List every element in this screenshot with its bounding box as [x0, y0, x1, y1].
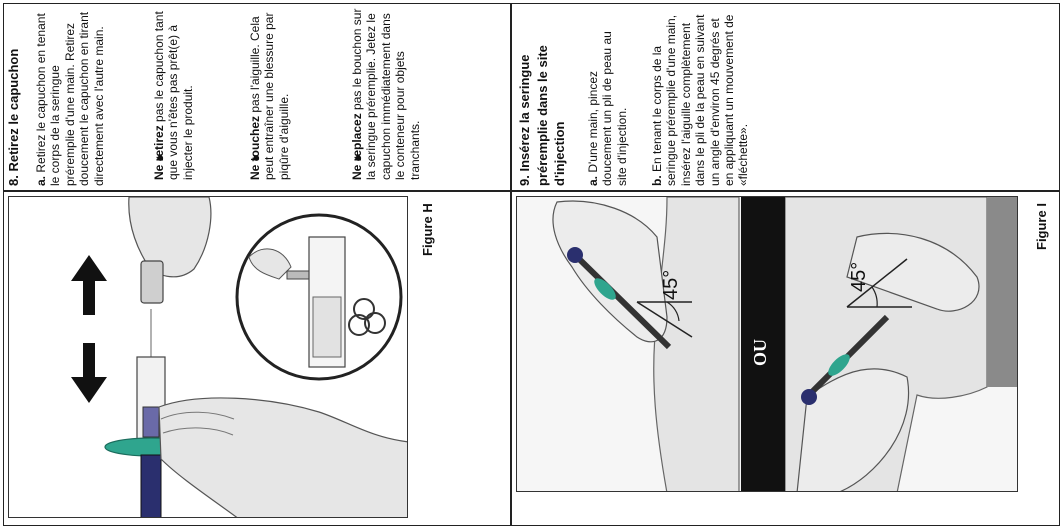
magnified-sharps-disposal [235, 213, 403, 381]
or-divider-band [741, 197, 785, 491]
left-injection-illustration [552, 200, 693, 350]
figure-h-label: Figure H [420, 203, 435, 256]
up-arrow-icon [71, 255, 107, 315]
figure-i-label: Figure I [1034, 203, 1049, 250]
or-label: OU [750, 339, 770, 366]
step9-a-text: a. D'une main, pincez doucement un pli d… [586, 10, 629, 186]
instruction-table [3, 3, 1060, 526]
step9-a-body: D'une main, pincez doucement un pli de p… [586, 31, 629, 186]
step8-bullet-1: Ne retirez pas le capuchon tant que vous… [152, 4, 195, 180]
down-arrow-icon [71, 343, 107, 403]
step8-title: 8. Retirez le capuchon [6, 48, 21, 186]
step8-bullet-2: Ne touchez pas l'aiguille. Cela peut ent… [248, 4, 291, 180]
step8-a-text: a. Retirez le capuchon en tenant le corp… [34, 10, 106, 186]
step8-bullet-3: Ne replacez pas le bouchon sur la sering… [350, 4, 422, 180]
figure-h-illustration [8, 196, 408, 518]
step9-b-text: b. En tenant le corps de la seringue pré… [650, 10, 751, 186]
step9-b-body: En tenant le corps de la seringue prérem… [650, 14, 751, 186]
figure-h-drawing [71, 197, 407, 517]
step9-title: 9. Insérez la seringue préremplie dans l… [517, 45, 568, 186]
figure-i-illustration [516, 196, 1018, 492]
angle-label-left: 45° [660, 269, 682, 300]
hand-holding-cap [128, 197, 212, 304]
row-divider [3, 190, 1060, 192]
syringe-in-hand [104, 309, 407, 517]
step8-a-label: a. [34, 175, 48, 186]
column-divider [510, 3, 512, 526]
step9-a-label: a. [586, 175, 600, 186]
bullet2-bold: Ne touchez [248, 115, 262, 180]
right-injection-illustration [796, 232, 980, 491]
figure-i-drawing [552, 197, 1017, 491]
step9-b-label: b. [650, 175, 664, 186]
bullet1-bold: Ne retirez [152, 125, 166, 180]
step8-a-body: Retirez le capuchon en tenant le corps d… [34, 11, 106, 186]
angle-label-right: 45° [848, 261, 870, 292]
bullet3-bold: Ne replacez [350, 113, 364, 180]
